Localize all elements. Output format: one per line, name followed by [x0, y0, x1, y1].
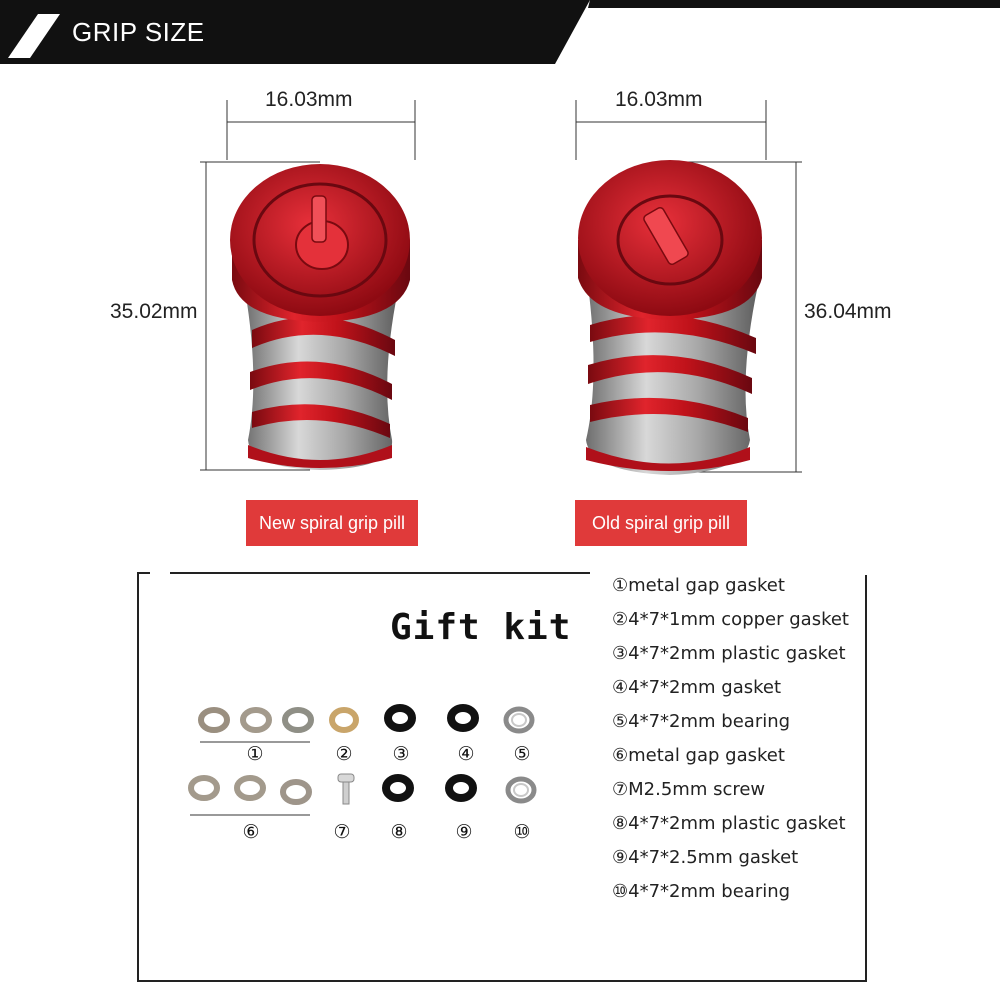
old-grip-height-label: 36.04mm [804, 300, 892, 323]
part-number-8: ⑧ [390, 822, 408, 843]
part-1-metal-gaskets [198, 707, 314, 743]
part-number-10: ⑩ [513, 822, 531, 843]
old-grip-dimension-lines [575, 100, 802, 473]
list-item: ③4*7*2mm plastic gasket [612, 643, 846, 664]
list-item: ④4*7*2mm gasket [612, 677, 782, 698]
old-grip-image [578, 160, 762, 475]
gift-kit-item-list: ①metal gap gasket ②4*7*1mm copper gasket… [612, 574, 849, 914]
box-border-gap [150, 569, 170, 575]
list-item: ⑨4*7*2.5mm gasket [612, 847, 799, 868]
part-number-7: ⑦ [333, 822, 351, 843]
part-number-3: ③ [392, 744, 410, 765]
new-grip-dimension-lines [200, 100, 416, 471]
gift-kit-box [137, 572, 867, 982]
new-grip-width-label: 16.03mm [265, 88, 353, 111]
part-9-gasket [445, 774, 477, 802]
part-number-2: ② [335, 744, 353, 765]
parts-illustration [188, 704, 537, 816]
banner-shape [0, 0, 1000, 64]
new-grip-caption: New spiral grip pill [246, 500, 418, 546]
part-number-6: ⑥ [242, 822, 260, 843]
part-number-1: ① [246, 744, 264, 765]
box-border-gap-list [590, 569, 870, 575]
part-6-metal-gaskets [188, 775, 312, 816]
part-10-bearing [505, 776, 537, 804]
list-item: ⑩4*7*2mm bearing [612, 881, 791, 902]
new-grip-height-label: 35.02mm [110, 300, 198, 323]
list-item: ⑥metal gap gasket [612, 745, 785, 766]
new-grip-image [230, 164, 410, 470]
list-item: ①metal gap gasket [612, 575, 785, 596]
part-2-copper-gasket [329, 707, 359, 733]
part-4-gasket [447, 704, 479, 732]
old-grip-width-label: 16.03mm [615, 88, 703, 111]
gift-kit-title: Gift kit [390, 607, 572, 648]
part-3-plastic-gasket [384, 704, 416, 732]
list-item: ⑦M2.5mm screw [612, 779, 766, 800]
part-number-9: ⑨ [455, 822, 473, 843]
list-item: ⑤4*7*2mm bearing [612, 711, 791, 732]
grip-illustration [200, 100, 802, 475]
list-item: ②4*7*1mm copper gasket [612, 609, 849, 630]
list-item: ⑧4*7*2mm plastic gasket [612, 813, 846, 834]
header-banner: GRIP SIZE [0, 0, 1000, 64]
part-8-plastic-gasket [382, 774, 414, 802]
part-7-screw [337, 773, 355, 805]
part-number-4: ④ [457, 744, 475, 765]
page-title: GRIP SIZE [72, 17, 205, 47]
part-number-5: ⑤ [513, 744, 531, 765]
part-5-bearing [503, 706, 535, 734]
old-grip-caption: Old spiral grip pill [575, 500, 747, 546]
